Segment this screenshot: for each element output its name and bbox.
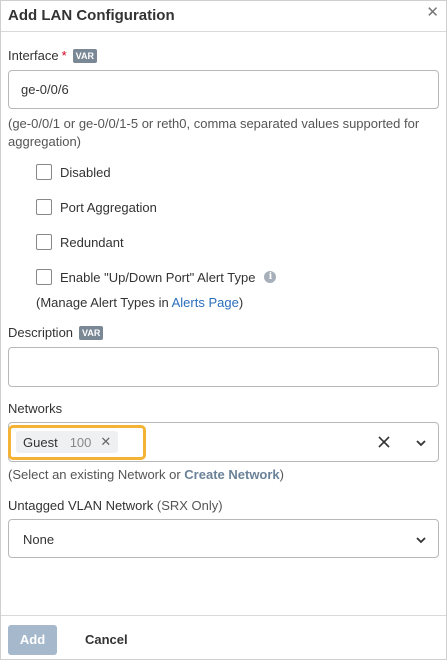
manage-alert-prefix: (Manage Alert Types in <box>36 295 172 310</box>
description-label: Description <box>8 325 74 340</box>
clear-icon[interactable] <box>378 436 390 448</box>
add-button[interactable]: Add <box>8 625 57 655</box>
required-mark: * <box>61 48 67 63</box>
description-input[interactable] <box>8 347 439 387</box>
interface-label: Interface <box>8 48 59 63</box>
networks-hint-suffix: ) <box>279 467 285 482</box>
manage-alert-suffix: ) <box>238 295 244 310</box>
info-icon[interactable]: i <box>264 271 277 283</box>
disabled-label: Disabled <box>60 164 111 180</box>
close-icon[interactable]: ✕ <box>426 4 439 21</box>
port-aggregation-label: Port Aggregation <box>60 199 157 215</box>
network-tag[interactable]: Guest 100 ✕ <box>16 431 119 453</box>
remove-tag-icon[interactable]: ✕ <box>100 434 112 449</box>
networks-hint-prefix: (Select an existing Network or <box>8 467 185 482</box>
cancel-button[interactable]: Cancel <box>85 632 128 647</box>
port-aggregation-option[interactable]: Port Aggregation <box>36 199 157 215</box>
port-aggregation-checkbox[interactable] <box>36 199 52 215</box>
untagged-vlan-select[interactable]: None <box>8 519 439 558</box>
network-tag-vlan: 100 <box>69 434 92 450</box>
chevron-down-icon[interactable] <box>415 534 427 546</box>
untagged-vlan-note: (SRX Only) <box>156 498 223 513</box>
redundant-label: Redundant <box>60 234 124 250</box>
networks-hint: (Select an existing Network or Create Ne… <box>8 466 438 484</box>
dialog-title: Add LAN Configuration <box>8 7 175 24</box>
create-network-link[interactable]: Create Network <box>184 467 280 482</box>
var-badge: VAR <box>79 326 104 340</box>
chevron-down-icon[interactable] <box>415 437 427 449</box>
interface-input-value: ge-0/0/6 <box>21 82 69 97</box>
disabled-option[interactable]: Disabled <box>36 164 111 180</box>
interface-hint: (ge-0/0/1 or ge-0/0/1-5 or reth0, comma … <box>8 116 420 149</box>
description-label-row: Description VAR <box>8 325 104 340</box>
interface-label-row: Interface* VAR <box>8 48 97 63</box>
tag-highlight <box>8 425 146 460</box>
dialog-header: Add LAN Configuration ✕ <box>1 1 446 32</box>
alert-type-checkbox[interactable] <box>36 269 52 285</box>
untagged-vlan-label-row: Untagged VLAN Network (SRX Only) <box>8 498 223 513</box>
network-tag-name: Guest <box>23 434 58 450</box>
alert-type-label: Enable "Up/Down Port" Alert Type <box>60 269 256 285</box>
manage-alert-types-hint: (Manage Alert Types in Alerts Page) <box>36 294 436 312</box>
dialog-footer: Add Cancel <box>1 615 446 659</box>
untagged-vlan-value: None <box>23 532 55 547</box>
networks-label: Networks <box>8 401 63 416</box>
interface-input[interactable]: ge-0/0/6 <box>8 70 439 109</box>
alert-type-option[interactable]: Enable "Up/Down Port" Alert Type i <box>36 269 277 285</box>
alerts-page-link[interactable]: Alerts Page <box>171 295 239 310</box>
var-badge: VAR <box>72 49 97 63</box>
redundant-checkbox[interactable] <box>36 234 52 250</box>
disabled-checkbox[interactable] <box>36 164 52 180</box>
untagged-vlan-label: Untagged VLAN Network <box>8 498 154 513</box>
redundant-option[interactable]: Redundant <box>36 234 124 250</box>
